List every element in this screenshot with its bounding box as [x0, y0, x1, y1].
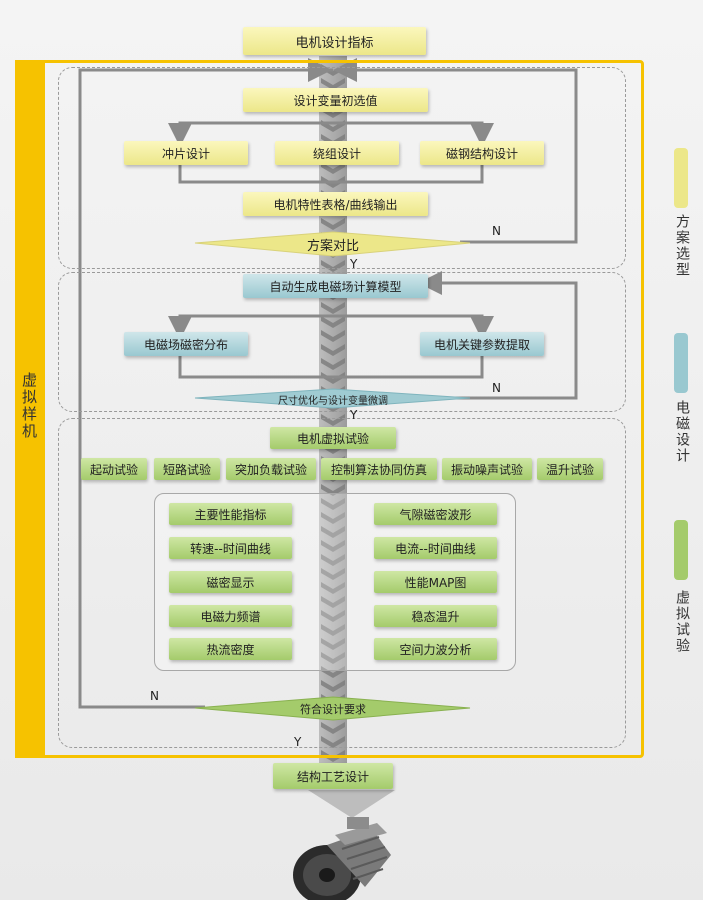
test-startup: 起动试验	[81, 458, 147, 480]
decision-3-label: 符合设计要求	[300, 703, 366, 716]
decision-diamond-2	[194, 388, 471, 409]
test-control-cosim: 控制算法协同仿真	[321, 458, 437, 480]
design-spec-box: 电机设计指标	[243, 27, 426, 55]
virtual-prototype-bar	[15, 60, 45, 758]
result-performance: 主要性能指标	[169, 503, 292, 525]
legend-swatch-scheme	[674, 148, 688, 208]
stage-electromagnetic-design	[58, 272, 626, 412]
test-sudden-load: 突加负载试验	[226, 458, 316, 480]
test-short-circuit: 短路试验	[154, 458, 220, 480]
magnet-design-box: 磁钢结构设计	[420, 141, 544, 165]
test-temperature-rise: 温升试验	[537, 458, 603, 480]
motor-image	[293, 817, 391, 900]
decision-2-no: N	[492, 381, 501, 395]
decision-diamond-1	[194, 231, 471, 257]
result-map: 性能MAP图	[374, 571, 497, 593]
decision-diamond-3	[194, 696, 471, 721]
result-airgap-flux: 气隙磁密波形	[374, 503, 497, 525]
legend-label-scheme: 方案选型	[674, 214, 690, 278]
decision-1-no: N	[492, 224, 501, 238]
legend-swatch-em	[674, 333, 688, 393]
legend-label-em: 电磁设计	[674, 400, 690, 464]
stage-virtual-test	[58, 418, 626, 748]
to-motor-arrow	[308, 790, 395, 818]
lamination-design-box: 冲片设计	[124, 141, 248, 165]
flux-distribution-box: 电磁场磁密分布	[124, 332, 248, 356]
legend-label-test: 虚拟试验	[674, 590, 690, 654]
key-parameters-box: 电机关键参数提取	[420, 332, 544, 356]
characteristic-output-box: 电机特性表格/曲线输出	[243, 192, 428, 216]
virtual-test-box: 电机虚拟试验	[270, 427, 396, 449]
decision-1-yes: Y	[350, 257, 358, 271]
virtual-prototype-label: 虚拟样机	[20, 372, 38, 440]
result-heat-flux: 热流密度	[169, 638, 292, 660]
test-vibration-noise: 振动噪声试验	[442, 458, 532, 480]
result-force-spectrum: 电磁力频谱	[169, 605, 292, 627]
decision-3-yes: Y	[294, 735, 302, 749]
winding-design-box: 绕组设计	[275, 141, 399, 165]
initial-variables-box: 设计变量初选值	[243, 88, 428, 112]
result-flux-display: 磁密显示	[169, 571, 292, 593]
result-speed-time: 转速--时间曲线	[169, 537, 292, 559]
em-model-box: 自动生成电磁场计算模型	[243, 274, 428, 298]
result-current-time: 电流--时间曲线	[374, 537, 497, 559]
decision-2-yes: Y	[350, 408, 358, 422]
decision-2-label: 尺寸优化与设计变量微调	[278, 396, 388, 407]
result-force-wave: 空间力波分析	[374, 638, 497, 660]
decision-3-no: N	[150, 689, 159, 703]
result-steady-temp: 稳态温升	[374, 605, 497, 627]
legend-swatch-test	[674, 520, 688, 580]
decision-1-label: 方案对比	[306, 239, 359, 254]
stage-scheme-selection	[58, 67, 626, 269]
structure-process-box: 结构工艺设计	[273, 763, 393, 789]
